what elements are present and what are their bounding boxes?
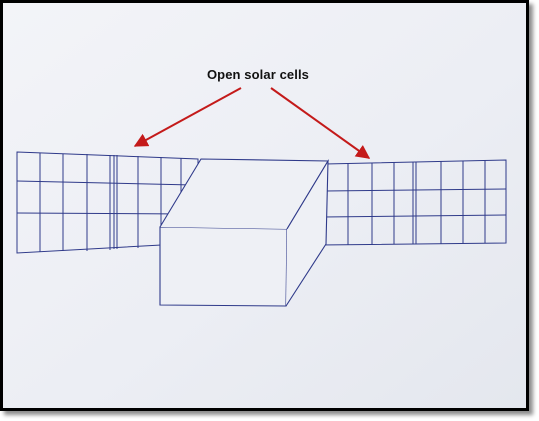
left-panel-row-line bbox=[16, 180, 194, 186]
left-panel-row-line bbox=[16, 212, 189, 215]
callout-label: Open solar cells bbox=[206, 67, 310, 82]
body-front-face bbox=[159, 226, 288, 307]
right-panel-row-line bbox=[322, 214, 507, 218]
callout-arrows bbox=[133, 87, 371, 159]
right-solar-panel bbox=[318, 159, 507, 246]
arrow-to-right-panel bbox=[270, 87, 371, 159]
arrow-to-left-panel bbox=[133, 87, 242, 147]
satellite-sketch bbox=[3, 3, 526, 408]
image-frame: Open solar cells bbox=[0, 0, 529, 411]
satellite-body bbox=[159, 158, 329, 307]
body-side-face bbox=[285, 158, 329, 307]
